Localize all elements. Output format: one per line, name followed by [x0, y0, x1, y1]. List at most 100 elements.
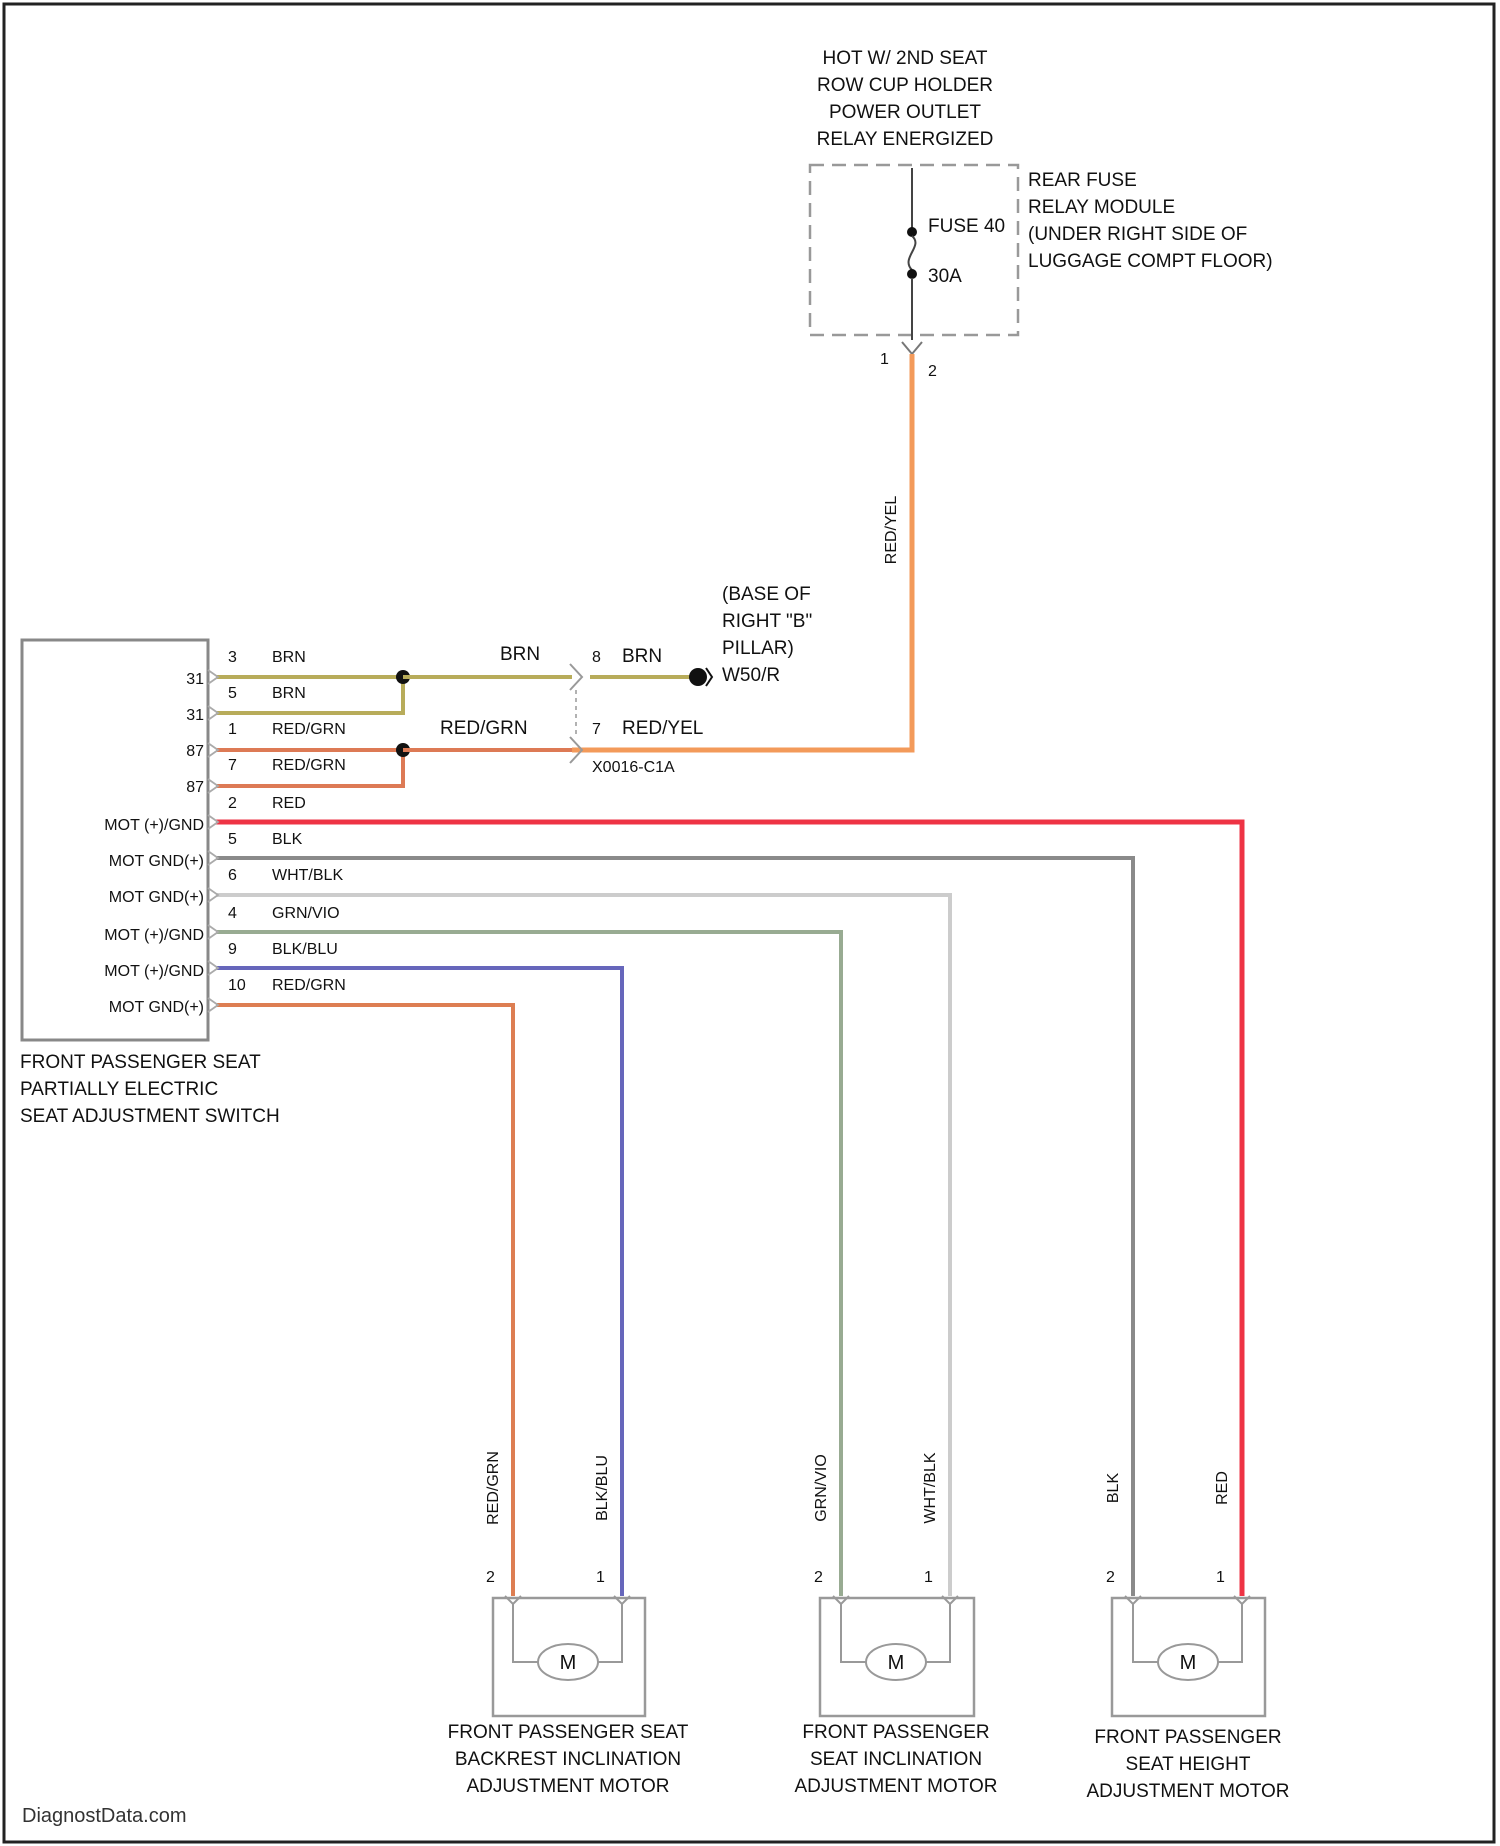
motor-3-title-line-2: SEAT HEIGHT — [1126, 1754, 1251, 1775]
wire-label-brn-mid: BRN — [500, 644, 540, 665]
switch-wire-label-2: BRN — [272, 685, 306, 702]
motor-2-lead-left — [841, 1604, 866, 1662]
switch-pin-10: 10 — [228, 977, 246, 994]
fuse-terminal-top — [907, 227, 917, 237]
motor-1-left-wire-label: RED/GRN — [485, 1451, 502, 1525]
switch-pin-8: 4 — [228, 905, 237, 922]
connector-pin-red-yel: 7 — [592, 721, 601, 738]
switch-pin-6: 5 — [228, 831, 237, 848]
switch-title-line-1: FRONT PASSENGER SEAT — [20, 1052, 261, 1073]
hot-label-line-1: HOT W/ 2ND SEAT — [822, 48, 987, 69]
motor-seat-height: BLK RED 2 1 M FRONT PASSENGER SEAT HEIGH… — [1086, 1471, 1289, 1802]
switch-wire-label-7: WHT/BLK — [272, 867, 343, 884]
hot-label-line-3: POWER OUTLET — [829, 102, 981, 123]
switch-wire-label-10: RED/GRN — [272, 977, 346, 994]
hot-label-line-4: RELAY ENERGIZED — [817, 129, 994, 150]
motor-1-lead-right — [598, 1604, 622, 1662]
switch-terminal-5: MOT (+)/GND — [104, 817, 204, 834]
switch-terminal-4: 87 — [186, 779, 204, 796]
switch-title-line-2: PARTIALLY ELECTRIC — [20, 1079, 218, 1100]
switch-pin-3: 1 — [228, 721, 237, 738]
wire-red-yel — [572, 354, 912, 750]
motor-backrest: RED/GRN BLK/BLU 2 1 M FRONT PASSENGER SE… — [448, 1451, 689, 1797]
switch-wire-label-6: BLK — [272, 831, 303, 848]
wire-brn-pin5 — [216, 677, 403, 713]
motor-3-m-label: M — [1180, 1652, 1197, 1674]
fuse-pin-left: 1 — [880, 351, 889, 368]
motor-3-lead-right — [1218, 1604, 1242, 1662]
ground-point-w50r — [689, 668, 707, 686]
ground-label-line-2: RIGHT "B" — [722, 611, 812, 632]
switch-wire-label-3: RED/GRN — [272, 721, 346, 738]
switch-terminal-7: MOT GND(+) — [109, 889, 204, 906]
motor-1-left-pin: 2 — [486, 1569, 495, 1586]
switch-wire-label-8: GRN/VIO — [272, 905, 340, 922]
switch-wire-label-4: RED/GRN — [272, 757, 346, 774]
location-line-4: LUGGAGE COMPT FLOOR) — [1028, 251, 1273, 272]
motor-3-left-pin: 2 — [1106, 1569, 1115, 1586]
motor-1-title-line-3: ADJUSTMENT MOTOR — [466, 1776, 669, 1797]
seat-adjustment-switch-box — [22, 640, 208, 1040]
fuse-40-symbol — [909, 236, 916, 270]
motor-1-m-label: M — [560, 1652, 577, 1674]
switch-terminal-6: MOT GND(+) — [109, 853, 204, 870]
switch-terminal-9: MOT (+)/GND — [104, 963, 204, 980]
switch-pin-2: 5 — [228, 685, 237, 702]
switch-terminal-2: 31 — [186, 707, 204, 724]
switch-wire-label-9: BLK/BLU — [272, 941, 338, 958]
fuse-name: FUSE 40 — [928, 216, 1005, 237]
hot-label: HOT W/ 2ND SEAT ROW CUP HOLDER POWER OUT… — [817, 48, 994, 150]
wire-label-red-yel-right: RED/YEL — [622, 718, 703, 739]
switch-title-line-3: SEAT ADJUSTMENT SWITCH — [20, 1106, 280, 1127]
connector-pin-brn: 8 — [592, 649, 601, 666]
switch-terminal-3: 87 — [186, 743, 204, 760]
motor-1-lead-left — [513, 1604, 538, 1662]
location-line-3: (UNDER RIGHT SIDE OF — [1028, 224, 1247, 245]
wire-red-height-motor — [216, 822, 1242, 1596]
motor-2-lead-right — [926, 1604, 950, 1662]
motor-2-title-line-1: FRONT PASSENGER — [802, 1722, 989, 1743]
page-border — [4, 4, 1494, 1842]
motor-2-left-wire-label: GRN/VIO — [813, 1454, 830, 1522]
fuse-terminal-bottom — [907, 269, 917, 279]
motor-2-right-pin: 1 — [924, 1569, 933, 1586]
motor-1-title-line-1: FRONT PASSENGER SEAT — [448, 1722, 689, 1743]
ground-label: (BASE OF RIGHT "B" PILLAR) W50/R — [722, 584, 812, 686]
switch-title: FRONT PASSENGER SEAT PARTIALLY ELECTRIC … — [20, 1052, 280, 1127]
fuse-pin-right: 2 — [928, 363, 937, 380]
connector-name: X0016-C1A — [592, 759, 675, 776]
switch-wire-label-5: RED — [272, 795, 306, 812]
motor-seat-inclination: GRN/VIO WHT/BLK 2 1 M FRONT PASSENGER SE… — [794, 1452, 997, 1797]
switch-terminal-labels: 31 31 87 87 MOT (+)/GND MOT GND(+) MOT G… — [104, 671, 204, 1016]
motor-3-right-pin: 1 — [1216, 1569, 1225, 1586]
motor-3-right-wire-label: RED — [1214, 1471, 1231, 1505]
ground-label-line-4: W50/R — [722, 665, 780, 686]
switch-terminal-10: MOT GND(+) — [109, 999, 204, 1016]
motor-2-title-line-2: SEAT INCLINATION — [810, 1749, 982, 1770]
fuse-location-label: REAR FUSE RELAY MODULE (UNDER RIGHT SIDE… — [1028, 170, 1273, 272]
motor-3-title-line-3: ADJUSTMENT MOTOR — [1086, 1781, 1289, 1802]
switch-terminal-8: MOT (+)/GND — [104, 927, 204, 944]
motor-3-lead-left — [1133, 1604, 1158, 1662]
switch-pin-7: 6 — [228, 867, 237, 884]
wire-label-brn-right: BRN — [622, 646, 662, 667]
wire-label-red-yel-vertical: RED/YEL — [883, 496, 900, 565]
switch-pin-5: 2 — [228, 795, 237, 812]
motor-2-title-line-3: ADJUSTMENT MOTOR — [794, 1776, 997, 1797]
motor-2-left-pin: 2 — [814, 1569, 823, 1586]
fuse-rating: 30A — [928, 266, 962, 287]
fuse-box-connector — [902, 342, 922, 354]
ground-label-line-3: PILLAR) — [722, 638, 794, 659]
wire-label-red-grn-mid: RED/GRN — [440, 718, 528, 739]
switch-terminal-1: 31 — [186, 671, 204, 688]
hot-label-line-2: ROW CUP HOLDER — [817, 75, 993, 96]
motor-3-left-wire-label: BLK — [1105, 1473, 1122, 1504]
ground-label-line-1: (BASE OF — [722, 584, 811, 605]
switch-pin-1: 3 — [228, 649, 237, 666]
location-line-1: REAR FUSE — [1028, 170, 1137, 191]
switch-pin-4: 7 — [228, 757, 237, 774]
wire-blk-blu-backrest-motor — [216, 968, 622, 1596]
motor-1-right-pin: 1 — [596, 1569, 605, 1586]
motor-2-m-label: M — [888, 1652, 905, 1674]
